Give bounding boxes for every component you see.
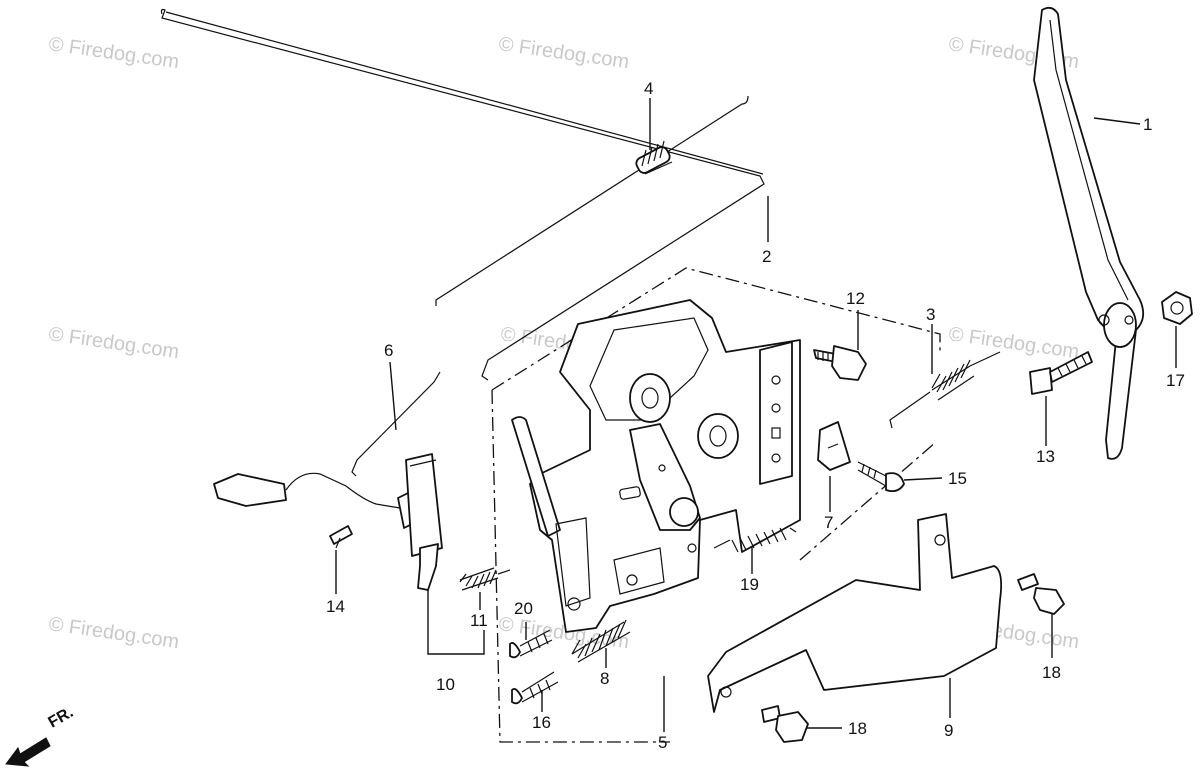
callout-labels: 1 2 3 4 5 6 7 8 9 10 11 12 13 14 15 16 1…: [326, 79, 1185, 752]
part-1-lever-arm: [1033, 6, 1145, 460]
front-label: FR.: [46, 704, 77, 732]
watermark: © Firedog.com: [47, 33, 180, 73]
part-16-screw: [511, 671, 559, 705]
part-15-screw: [857, 461, 905, 493]
callout-20: 20: [514, 599, 533, 618]
callout-18-upper: 18: [1042, 663, 1061, 682]
callout-18-lower: 18: [848, 719, 867, 738]
callout-2: 2: [762, 247, 771, 266]
part-3-spring: [889, 351, 1001, 429]
watermark: © Firedog.com: [47, 613, 180, 653]
part-20-screw: [509, 629, 553, 659]
part-18-bolt-lower: [761, 705, 809, 743]
callout-14: 14: [326, 597, 345, 616]
part-10-switch: [213, 453, 443, 591]
callout-7: 7: [824, 513, 833, 532]
part-18-bolt-upper: [1017, 573, 1065, 615]
part-12-bolt: [813, 345, 867, 381]
control-plate: [511, 299, 801, 633]
part-13-bolt: [1029, 351, 1093, 395]
part-4-spring-rod: [435, 95, 749, 306]
callout-10: 10: [436, 675, 455, 694]
part-11-spring: [459, 567, 511, 591]
watermark: © Firedog.com: [947, 323, 1080, 363]
callout-5: 5: [658, 733, 667, 752]
callout-15: 15: [948, 469, 967, 488]
part-7-clip: [817, 421, 851, 471]
front-direction-indicator: FR.: [5, 704, 77, 767]
callout-11: 11: [470, 611, 488, 630]
front-arrow-icon: [5, 737, 51, 767]
watermark: © Firedog.com: [47, 323, 180, 363]
leader-lines: [335, 98, 1177, 732]
part-8-spring: [571, 619, 631, 663]
callout-17: 17: [1166, 371, 1185, 390]
callout-8: 8: [600, 669, 609, 688]
part-9-bracket: [707, 513, 1003, 713]
watermark: © Firedog.com: [497, 33, 630, 73]
callout-6: 6: [384, 341, 393, 360]
callout-16: 16: [532, 713, 551, 732]
callout-4: 4: [644, 79, 653, 98]
part-17-nut: [1161, 291, 1193, 325]
part-14-screw: [329, 525, 353, 549]
callout-1: 1: [1143, 115, 1152, 134]
callout-13: 13: [1036, 447, 1055, 466]
part-6-small-rod: [351, 371, 441, 477]
callout-3: 3: [926, 305, 935, 324]
callout-12: 12: [846, 289, 865, 308]
part-19-spring: [713, 527, 797, 553]
callout-19: 19: [740, 575, 759, 594]
callout-9: 9: [944, 721, 953, 740]
